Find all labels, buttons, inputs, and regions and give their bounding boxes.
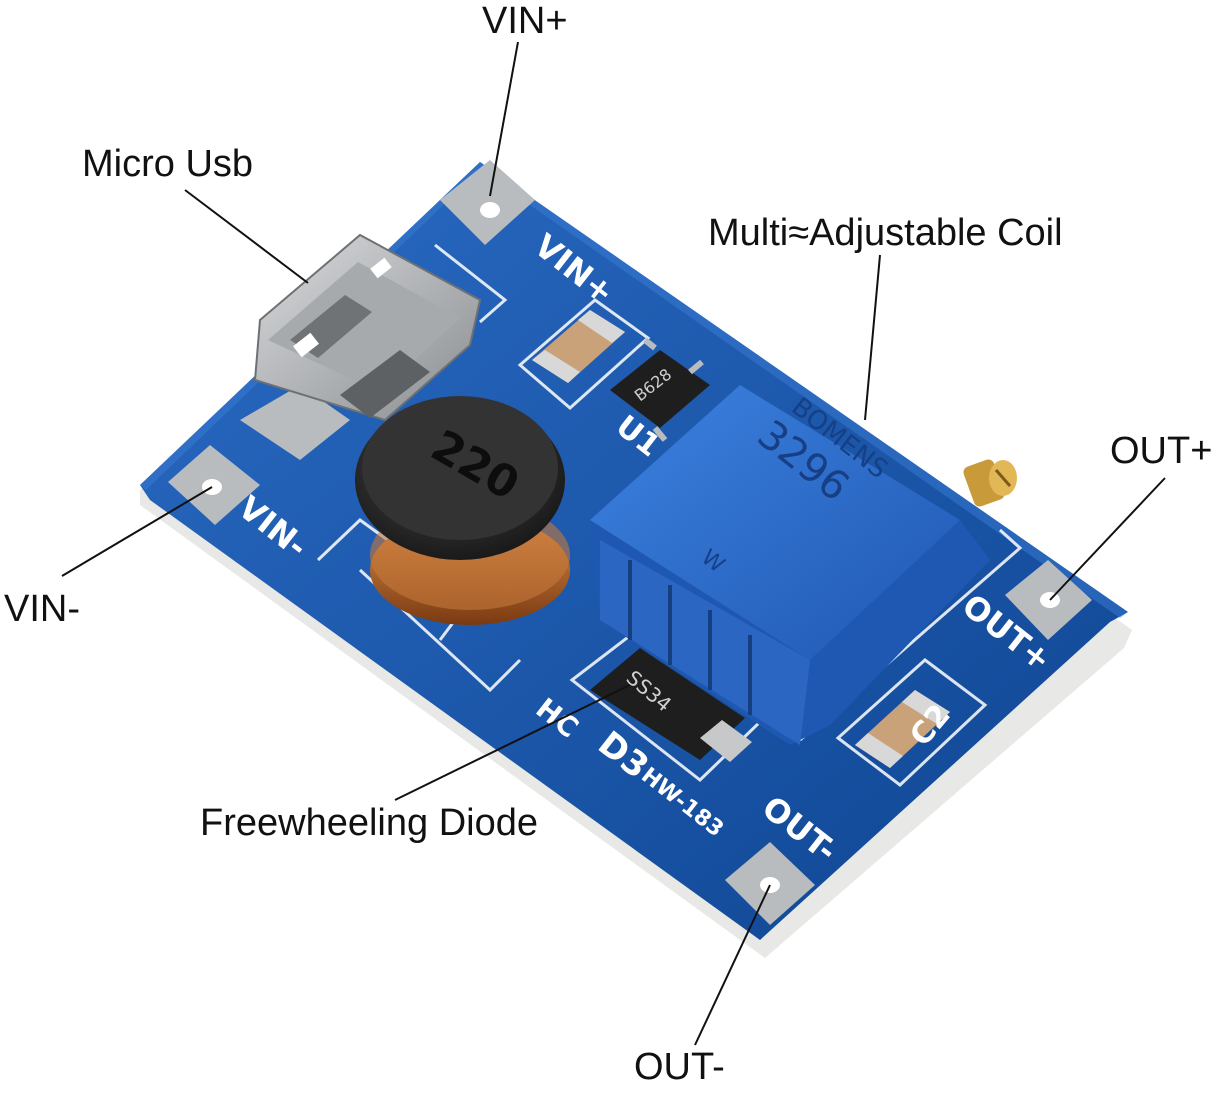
- callout-vin-minus: VIN-: [4, 588, 80, 630]
- inductor-coil: 220: [355, 396, 570, 625]
- capacitor-c1: [532, 310, 625, 383]
- diode-d3: SS34: [590, 648, 752, 762]
- callout-coil: Multi≈Adjustable Coil: [708, 212, 1063, 254]
- potentiometer: BOMENS 3296 W: [590, 385, 1017, 745]
- callout-vin-plus: VIN+: [482, 0, 568, 42]
- callout-out-plus: OUT+: [1110, 430, 1213, 472]
- leader-vin-minus: [61, 486, 213, 577]
- micro-usb-connector: [240, 233, 482, 460]
- mount-pad-vin-plus: [440, 160, 535, 245]
- chip-u1: B628: [610, 337, 710, 442]
- callout-diode: Freewheeling Diode: [200, 802, 538, 844]
- capacitor-c2: [855, 690, 950, 768]
- leader-lines: [61, 41, 1166, 1046]
- leader-coil: [864, 254, 881, 421]
- leader-diode: [394, 684, 631, 801]
- leader-out-minus: [694, 884, 771, 1046]
- callout-micro-usb: Micro Usb: [82, 143, 254, 185]
- leader-micro-usb: [184, 189, 309, 284]
- pot-adjust-screw: [963, 459, 1017, 507]
- callout-out-minus: OUT-: [634, 1046, 725, 1088]
- leader-out-plus: [1049, 477, 1166, 601]
- leader-vin-plus: [489, 41, 519, 197]
